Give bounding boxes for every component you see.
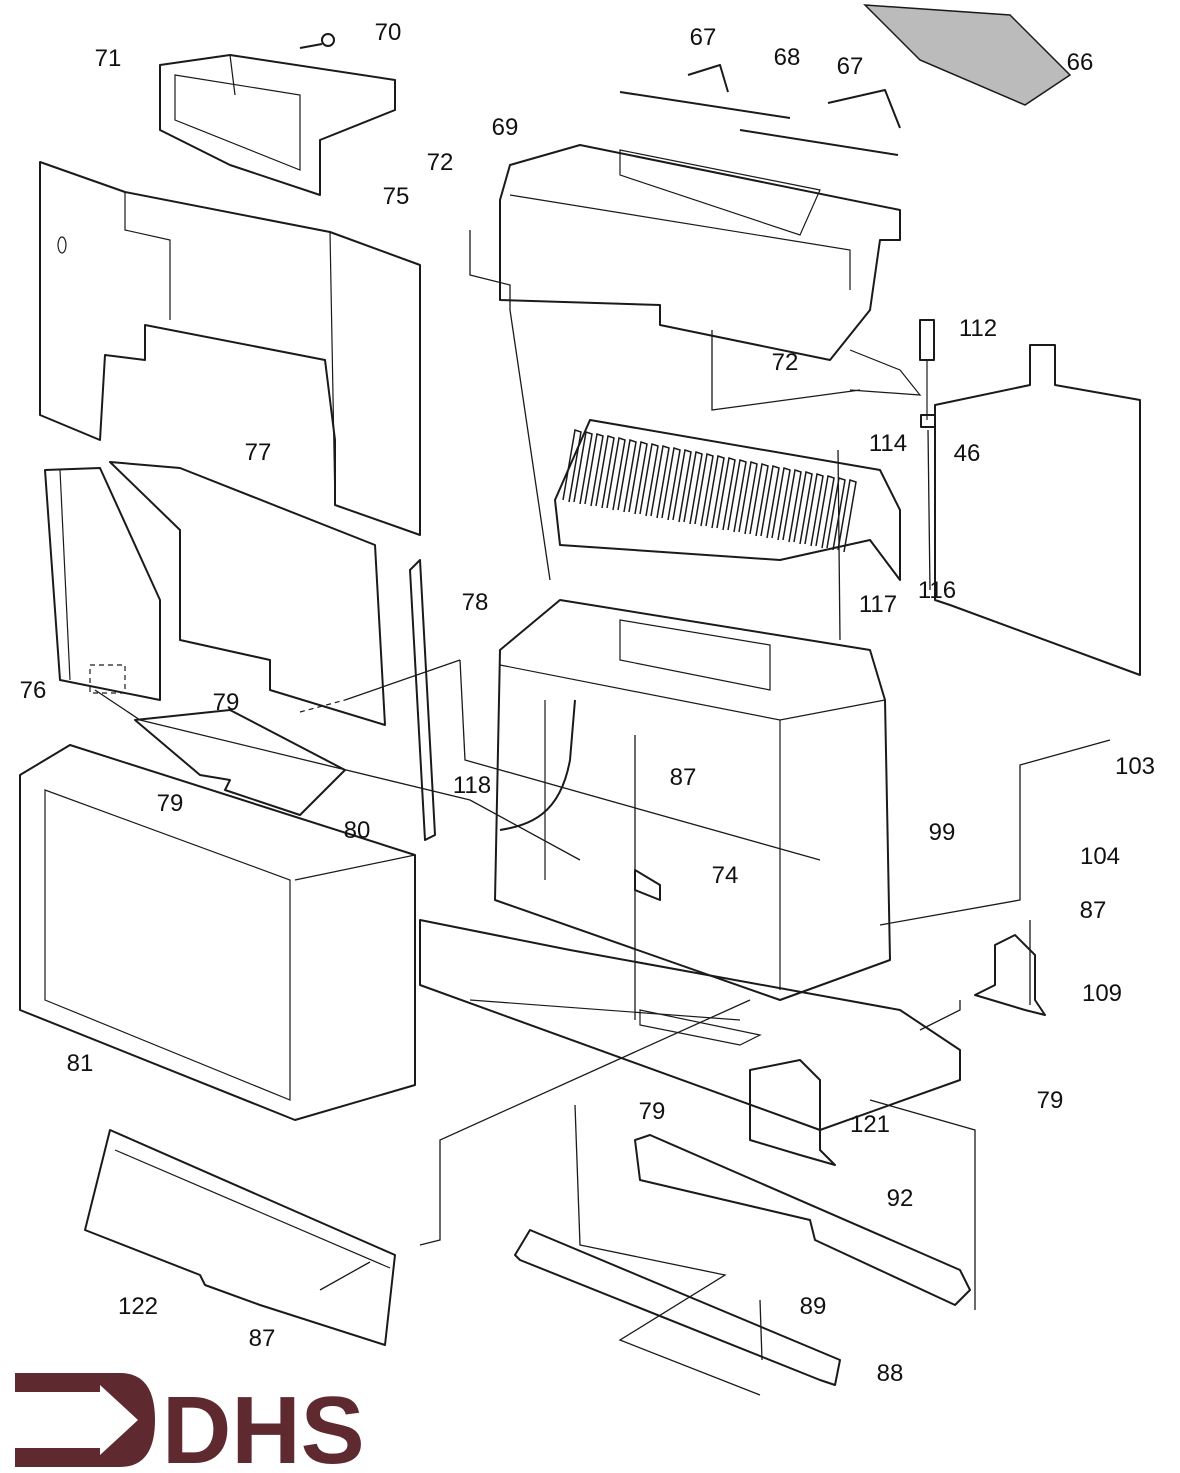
part-75-panel [39,161,421,536]
callout-67: 67 [837,53,864,80]
part-66-filter [863,4,1072,106]
screw-70 [299,33,335,49]
part-69-top-frame [499,144,922,396]
part-81-frame [19,744,416,1121]
callout-118: 118 [453,772,491,799]
callout-72: 72 [427,149,454,176]
callout-87: 87 [670,764,697,791]
heat-exchanger-fin [617,439,637,513]
part-99-firebox [494,599,891,1001]
callout-72: 72 [772,349,799,376]
heat-exchanger-fin [683,451,703,525]
heat-exchanger-fin [562,429,582,503]
dhs-logo: DHS [15,1373,365,1473]
callout-70: 70 [375,19,402,46]
heat-exchanger-fin [661,447,681,521]
part-118-tube [499,699,576,831]
callout-79: 79 [213,689,240,716]
callout-79: 79 [157,790,184,817]
heat-exchanger-fin [694,453,714,527]
heat-exchanger-fin [606,437,626,511]
part-80-plate [134,709,346,816]
callout-66: 66 [1067,49,1094,76]
part-74-bracket [634,869,661,901]
leader-lines [94,230,1111,1396]
heat-exchanger-fin [760,465,780,539]
heat-exchanger-fin [650,445,670,519]
callout-labels: 70 71 67 68 67 66 69 72 75 72 112 114 46 77 116 117 78 76… [20,19,1155,1387]
part-122-cover [84,1129,396,1346]
heat-exchanger-fin [672,449,692,523]
part-77-baffle [109,461,386,726]
heat-exchanger-fin [749,463,769,537]
callout-81: 81 [67,1050,94,1077]
callout-88: 88 [877,1360,904,1387]
heat-exchanger-fin [738,461,758,535]
part-109-bracket [974,934,1046,1016]
heat-exchanger-fin [782,469,802,543]
callout-67: 67 [690,24,717,51]
heat-exchanger-fin [584,433,604,507]
callout-89: 89 [800,1293,827,1320]
heat-exchanger-fin [727,459,747,533]
callout-71: 71 [95,45,122,72]
heat-exchanger-fin [815,475,835,549]
heat-exchanger-fin [837,479,857,553]
heat-exchanger-fin [628,441,648,515]
heat-exchanger-fin [716,457,736,531]
callout-68: 68 [774,44,801,71]
heat-exchanger-fin [771,467,791,541]
part-78-strip [409,559,436,841]
callout-87: 87 [1080,897,1107,924]
callout-103: 103 [1115,753,1155,780]
parts-67-68-rods [619,64,901,156]
part-71-duct [159,54,396,196]
right-side-panel [934,344,1141,676]
heat-exchanger-fin [826,477,846,551]
callout-69: 69 [492,114,519,141]
heat-exchanger-fin [573,431,593,505]
callout-75: 75 [383,183,410,210]
callout-116: 116 [918,577,956,604]
heat-exchanger-fin [804,473,824,547]
part-116-heat-exchanger [554,419,901,581]
callout-121: 121 [850,1111,890,1138]
part-121-bracket [749,1059,836,1166]
callout-92: 92 [887,1185,914,1212]
logo-arrow-shape [15,1373,155,1467]
callout-79: 79 [639,1098,666,1125]
callout-87: 87 [249,1325,276,1352]
base-tray [419,919,961,1131]
callout-117: 117 [859,591,897,618]
callout-74: 74 [712,862,739,889]
heat-exchanger-fin [595,435,615,509]
part-92-rail [634,1134,971,1306]
callout-76: 76 [20,677,47,704]
heat-exchanger-fin [793,471,813,545]
part-76-side [44,467,161,701]
callout-80: 80 [344,817,371,844]
heat-exchanger-fin [705,455,725,529]
callout-46: 46 [954,440,981,467]
part-112-fitting [919,319,936,428]
callout-112: 112 [959,315,997,342]
callout-104: 104 [1080,843,1120,870]
callout-78: 78 [462,589,489,616]
callout-79: 79 [1037,1087,1064,1114]
callout-99: 99 [929,819,956,846]
logo-text: DHS [162,1377,365,1473]
callout-109: 109 [1082,980,1122,1007]
part-88-rail [514,1229,841,1386]
heat-exchanger-fin [639,443,659,517]
callout-122: 122 [118,1293,158,1320]
callout-77: 77 [245,439,272,466]
callout-114: 114 [869,430,907,457]
